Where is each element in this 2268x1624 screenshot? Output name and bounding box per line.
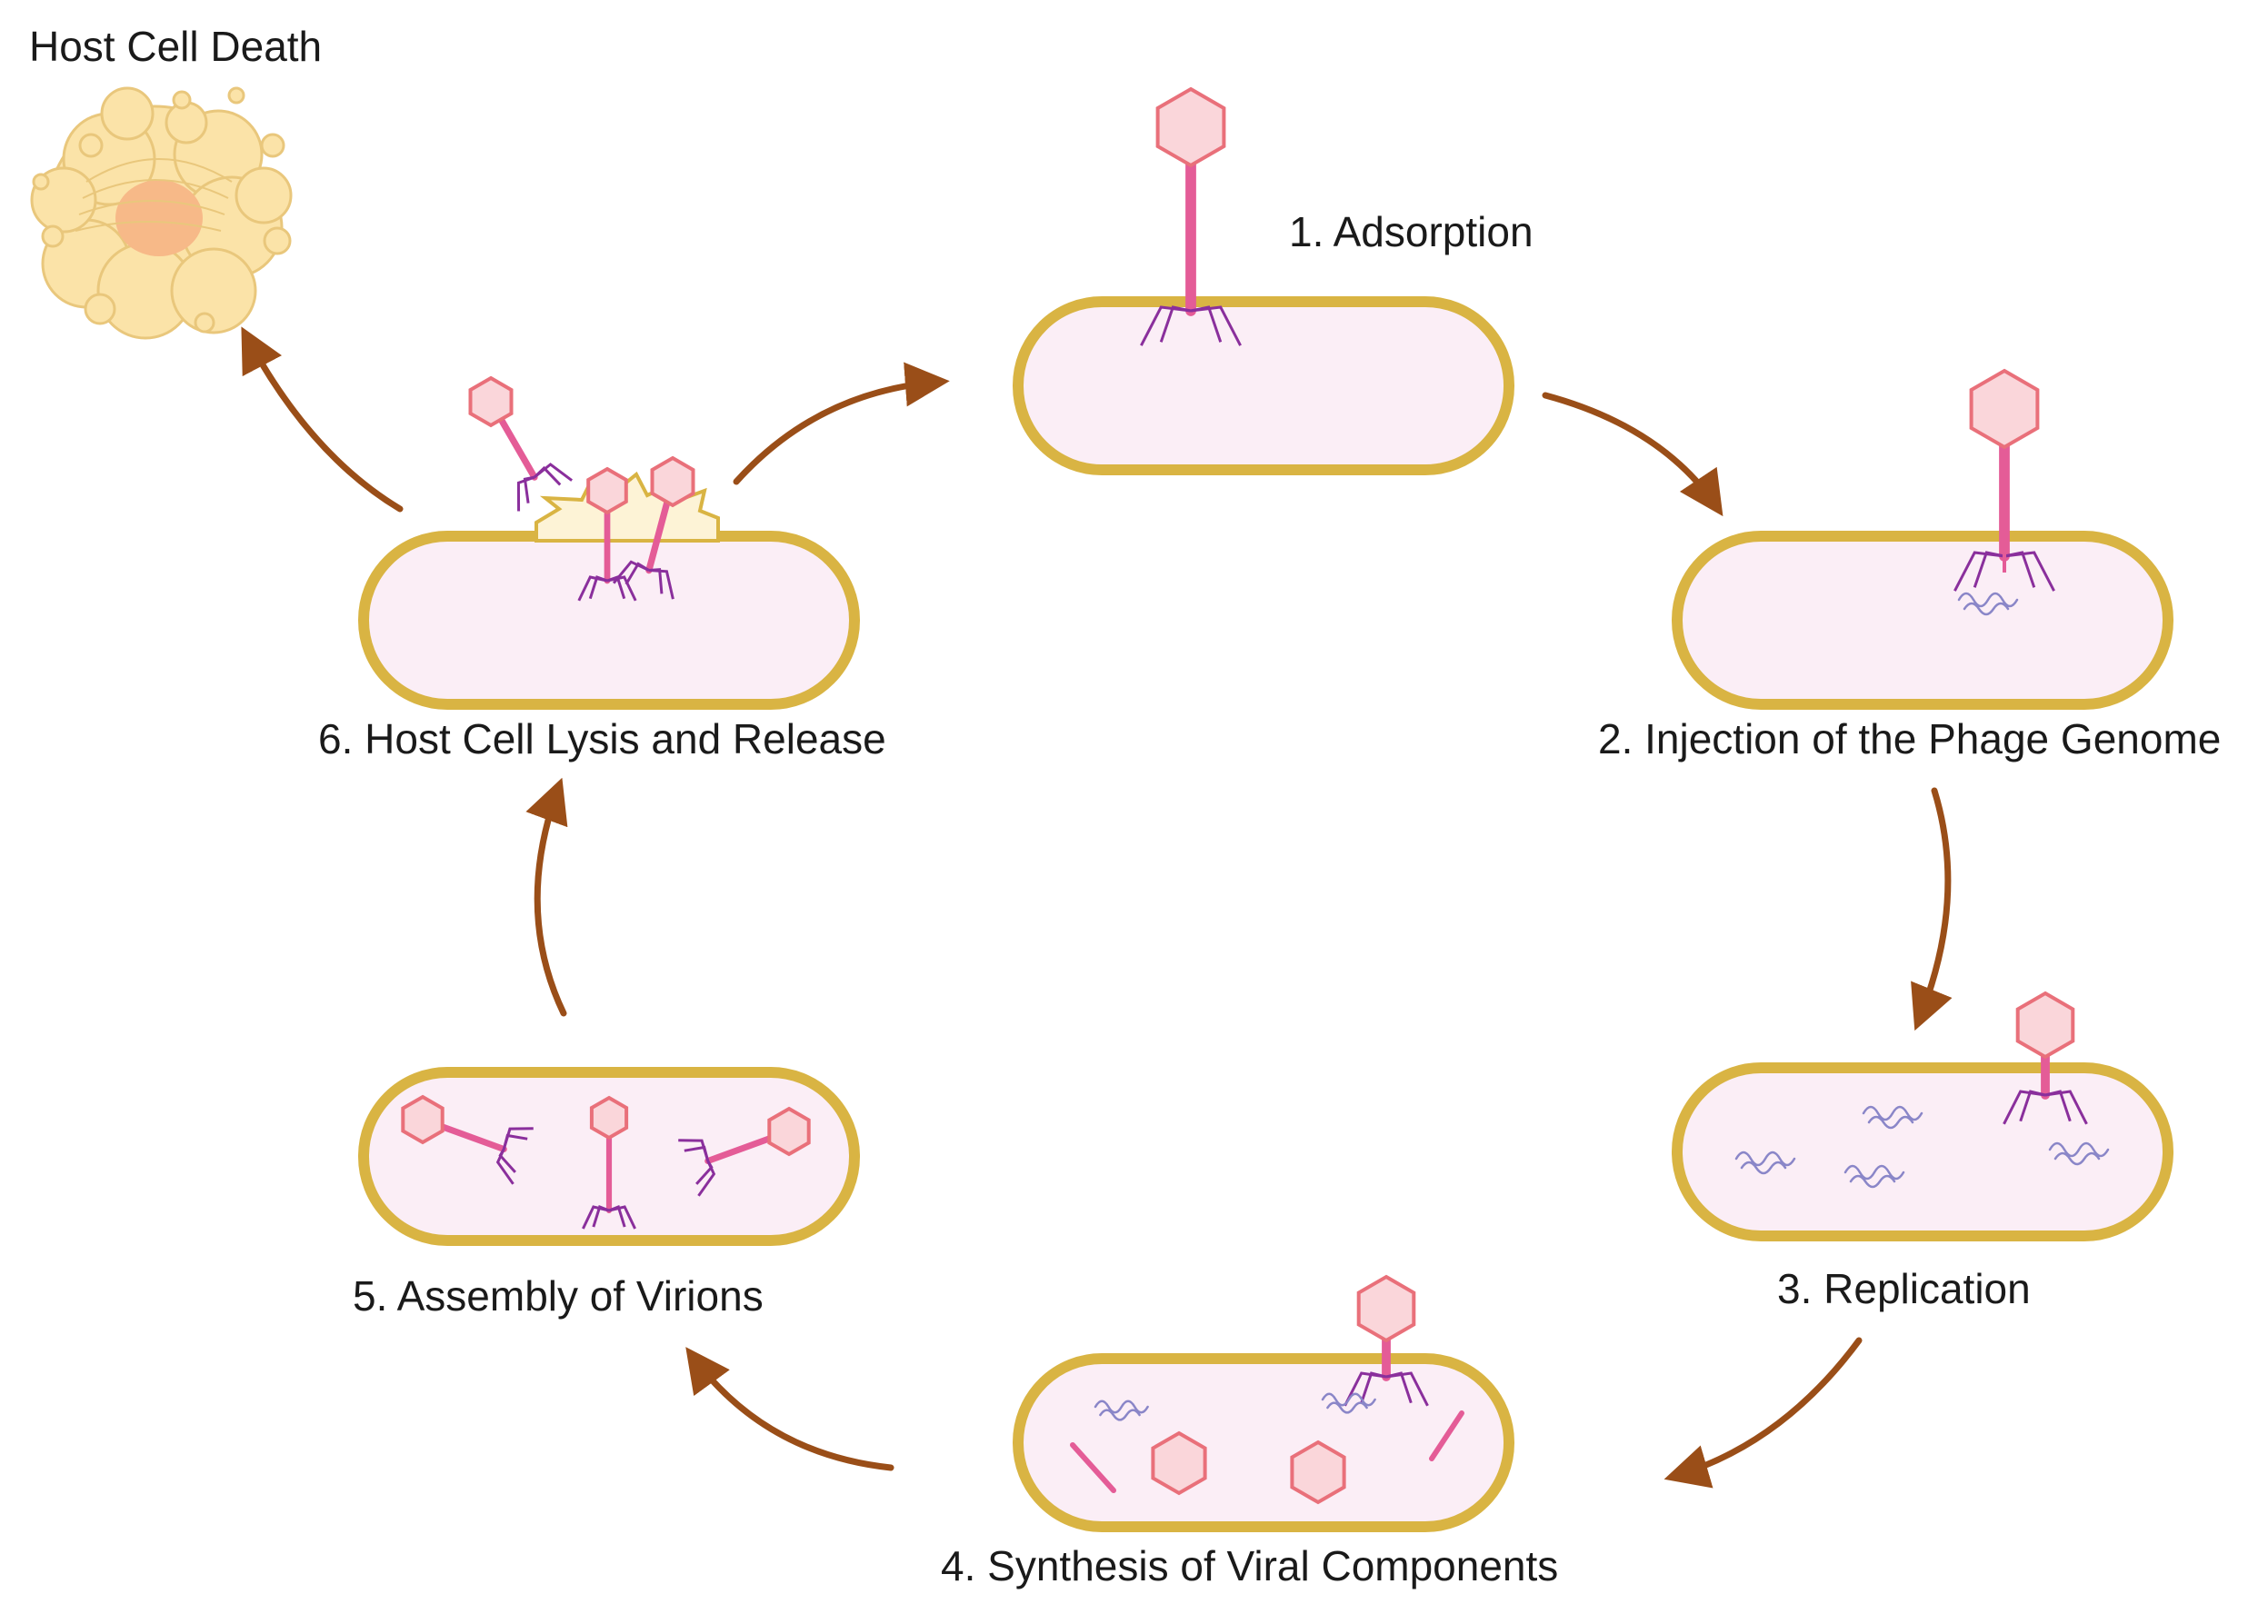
- phage-capsid: [586, 466, 628, 515]
- phage-capsid: [767, 1106, 811, 1157]
- viral-components: [1070, 1410, 1464, 1505]
- tail-fiber: [1360, 1371, 1387, 1404]
- phage-capsid: [1155, 86, 1226, 168]
- phage-released: [612, 455, 695, 600]
- apoptotic-body: [194, 312, 215, 334]
- arrow-2-to-3: [1911, 787, 1953, 1031]
- tail-fiber: [684, 1145, 710, 1161]
- apoptotic-body: [32, 173, 50, 191]
- tail-fiber: [2003, 551, 2036, 588]
- phage-tail: [704, 1135, 774, 1164]
- arrow-6-to-1: [733, 362, 950, 485]
- dna-copy: [2048, 1141, 2110, 1166]
- phage-empty-synthesis: [1344, 1274, 1429, 1407]
- phage-tail: [498, 416, 538, 481]
- step-2-label: 2. Injection of the Phage Genome: [1598, 715, 2222, 762]
- step-3-label: 3. Replication: [1777, 1265, 2031, 1312]
- phage-capsid: [468, 375, 514, 428]
- phage-capsid: [1969, 368, 2040, 450]
- host-cell-death-label: Host Cell Death: [29, 23, 323, 70]
- apoptotic-body: [84, 293, 116, 325]
- phage-capsid: [2015, 991, 2075, 1060]
- phage-particles: [401, 86, 2088, 1407]
- tail-fiber: [592, 1205, 610, 1228]
- cell-blebs: [235, 166, 293, 224]
- step-5-label: 5. Assembly of Virions: [353, 1272, 764, 1320]
- dna-copy: [1094, 1400, 1149, 1421]
- phage-adsorbed: [1140, 86, 1242, 346]
- bacterium-replication: [1672, 1062, 2173, 1241]
- virion-assembled: [678, 1106, 811, 1197]
- bacterium-injection: [1672, 531, 2173, 710]
- phage-empty-replication: [2003, 991, 2088, 1125]
- apoptotic-body: [78, 133, 104, 158]
- capsid-component: [1290, 1440, 1346, 1505]
- tail-fiber: [1973, 551, 2005, 588]
- tail-fiber: [624, 562, 650, 585]
- dna-copy: [1843, 1164, 1905, 1189]
- step-4-label: 4. Synthesis of Viral Components: [941, 1542, 1559, 1589]
- phage-capsid: [650, 455, 695, 508]
- phage-released: [468, 375, 574, 512]
- cell-blebs: [165, 101, 208, 144]
- er-membrane: [75, 221, 222, 232]
- bacterium-adsorption: [1013, 296, 1514, 475]
- cell-blebs: [170, 247, 257, 334]
- tail-fiber: [1190, 305, 1223, 343]
- dna-copy: [1734, 1151, 1796, 1175]
- phage-tail: [645, 498, 671, 574]
- dna-injected: [1957, 592, 2019, 616]
- tail-fiber: [523, 475, 535, 503]
- tail-fiber: [648, 568, 664, 594]
- apoptotic-body: [41, 224, 65, 248]
- phage-capsid: [401, 1094, 445, 1145]
- dna-copy: [1862, 1105, 1923, 1130]
- phage-capsid: [589, 1095, 629, 1141]
- apoptotic-body: [260, 133, 285, 158]
- virion-assembled: [401, 1094, 534, 1185]
- arrow-6-to-death: [241, 326, 404, 513]
- tail-fiber: [2019, 1090, 2046, 1122]
- cycle-arrows: [241, 326, 1953, 1489]
- tail-fiber: [695, 1160, 714, 1185]
- arrow-3-to-4: [1664, 1337, 1863, 1489]
- phage-tail: [438, 1123, 507, 1152]
- step-6-label: 6. Host Cell Lysis and Release: [318, 715, 886, 762]
- tail-fiber: [1159, 305, 1192, 343]
- bacteria: [358, 296, 2173, 1532]
- step-1-label: 1. Adsorption: [1289, 208, 1534, 255]
- er-membrane: [85, 158, 233, 183]
- phage-capsid: [1356, 1274, 1416, 1343]
- dead-cell-nucleus: [115, 180, 203, 256]
- tail-fiber: [608, 1205, 626, 1228]
- er-membrane: [82, 179, 229, 199]
- er-membrane: [78, 200, 225, 215]
- phage-dna: [1094, 592, 2110, 1421]
- tail-fiber: [502, 1133, 528, 1150]
- arrow-4-to-5: [685, 1347, 894, 1471]
- apoptotic-body: [263, 226, 292, 255]
- cell-blebs: [100, 86, 155, 141]
- arrow-5-to-6: [525, 777, 568, 1017]
- tail-fiber: [498, 1148, 516, 1173]
- tail-fiber: [533, 465, 562, 486]
- bacterium-synthesis: [1013, 1353, 1514, 1532]
- capsid-component: [1151, 1430, 1207, 1496]
- tail-component: [1429, 1410, 1464, 1461]
- dna-copy: [1321, 1392, 1376, 1414]
- dead-host-cell: [30, 86, 293, 340]
- virion-assembled: [582, 1095, 636, 1230]
- tail-fiber: [588, 575, 608, 600]
- apoptotic-body: [172, 90, 192, 110]
- tail-fiber: [2044, 1090, 2072, 1122]
- tail-component: [1070, 1442, 1116, 1493]
- tail-fiber: [1385, 1371, 1413, 1404]
- arrow-1-to-2: [1542, 392, 1723, 517]
- apoptotic-body: [227, 86, 245, 105]
